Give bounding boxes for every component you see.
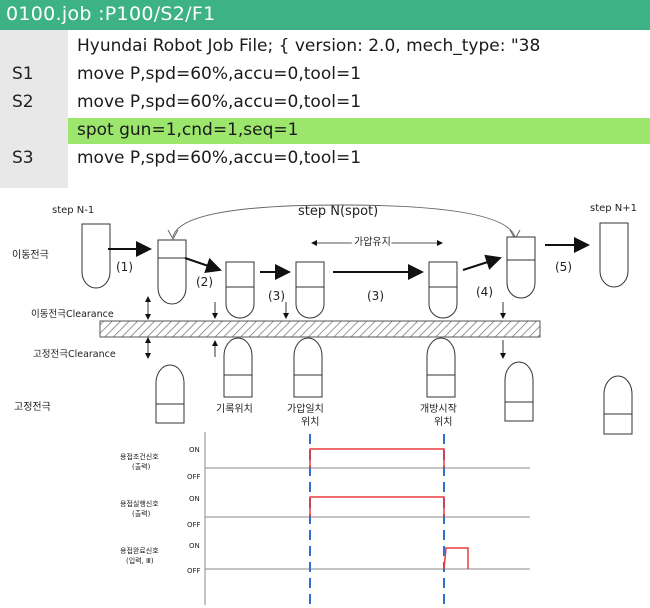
signal-label: 용접완료신호 — [120, 546, 159, 555]
moving-clearance-label: 이동전극Clearance — [31, 309, 114, 320]
step-prev-label: step N-1 — [52, 205, 94, 216]
signal-label: 용접조건신호 — [120, 452, 159, 461]
step-number: S1 — [12, 64, 34, 84]
code-line[interactable]: Hyundai Robot Job File; { version: 2.0, … — [0, 34, 650, 62]
job-title-bar: 0100.job :P100/S2/F1 — [0, 0, 650, 30]
code-text: move P,spd=60%,accu=0,tool=1 — [77, 148, 362, 168]
fixed-electrode-label: 고정전극 — [14, 401, 51, 413]
arrow-label-3b: (3) — [367, 289, 384, 303]
spot-sequence-diagram: step N-1 step N(spot) step N+1 가압유지 이동전극… — [12, 203, 637, 605]
record-position-label: 기록위치 — [216, 402, 253, 415]
arrow-label-1: (1) — [116, 260, 133, 274]
signal-off-label: OFF — [187, 567, 201, 575]
code-text: Hyundai Robot Job File; { version: 2.0, … — [77, 36, 541, 56]
step-gutter — [0, 30, 68, 188]
fixed-clearance-label: 고정전극Clearance — [33, 349, 116, 360]
job-title: 0100.job :P100/S2/F1 — [6, 3, 216, 25]
arrow-label-3a: (3) — [268, 289, 285, 303]
workpiece-plate — [99, 320, 541, 338]
step-next-label: step N+1 — [590, 203, 637, 214]
step-number: S2 — [12, 92, 34, 112]
upper-electrode — [81, 222, 629, 319]
signal-sublabel: (입력, Ⅲ) — [126, 557, 154, 565]
code-line[interactable]: S3 move P,spd=60%,accu=0,tool=1 — [0, 146, 650, 174]
signal-on-label: ON — [189, 495, 200, 503]
weld-condition-signal — [309, 448, 445, 468]
open-position-label: 개방시작 — [420, 403, 457, 415]
code-text: move P,spd=60%,accu=0,tool=1 — [77, 64, 362, 84]
signal-off-label: OFF — [187, 473, 201, 481]
step-n-bracket — [172, 204, 516, 238]
step-number: S3 — [12, 148, 34, 168]
arrow-label-4: (4) — [476, 285, 493, 299]
current-line-highlight — [68, 118, 650, 144]
signal-label: 용접실행신호 — [120, 499, 159, 508]
code-text: spot gun=1,cnd=1,seq=1 — [77, 120, 299, 140]
signal-sublabel: (출력) — [132, 509, 151, 518]
arrow-label-5: (5) — [555, 260, 572, 274]
arrow-label-2: (2) — [196, 275, 213, 289]
code-line-highlighted[interactable]: spot gun=1,cnd=1,seq=1 — [0, 118, 650, 146]
lower-electrode — [155, 337, 633, 435]
signal-sublabel: (출력) — [132, 462, 151, 471]
timing-chart — [204, 432, 530, 605]
moving-electrode-label: 이동전극 — [12, 249, 49, 261]
pressure-position-label: 가압일치 — [287, 402, 324, 415]
code-line[interactable]: S1 move P,spd=60%,accu=0,tool=1 — [0, 62, 650, 90]
code-line[interactable]: S2 move P,spd=60%,accu=0,tool=1 — [0, 90, 650, 118]
code-text: move P,spd=60%,accu=0,tool=1 — [77, 92, 362, 112]
pressure-position-label-2: 위치 — [301, 415, 319, 428]
signal-on-label: ON — [189, 446, 200, 454]
signal-off-label: OFF — [187, 521, 201, 529]
signal-on-label: ON — [189, 542, 200, 550]
weld-execute-signal — [309, 496, 445, 517]
weld-complete-signal — [443, 547, 469, 570]
open-position-label-2: 위치 — [434, 415, 452, 428]
pressure-hold-label: 가압유지 — [354, 235, 391, 248]
motion-arrows — [108, 237, 590, 280]
step-spot-label: step N(spot) — [298, 204, 378, 219]
